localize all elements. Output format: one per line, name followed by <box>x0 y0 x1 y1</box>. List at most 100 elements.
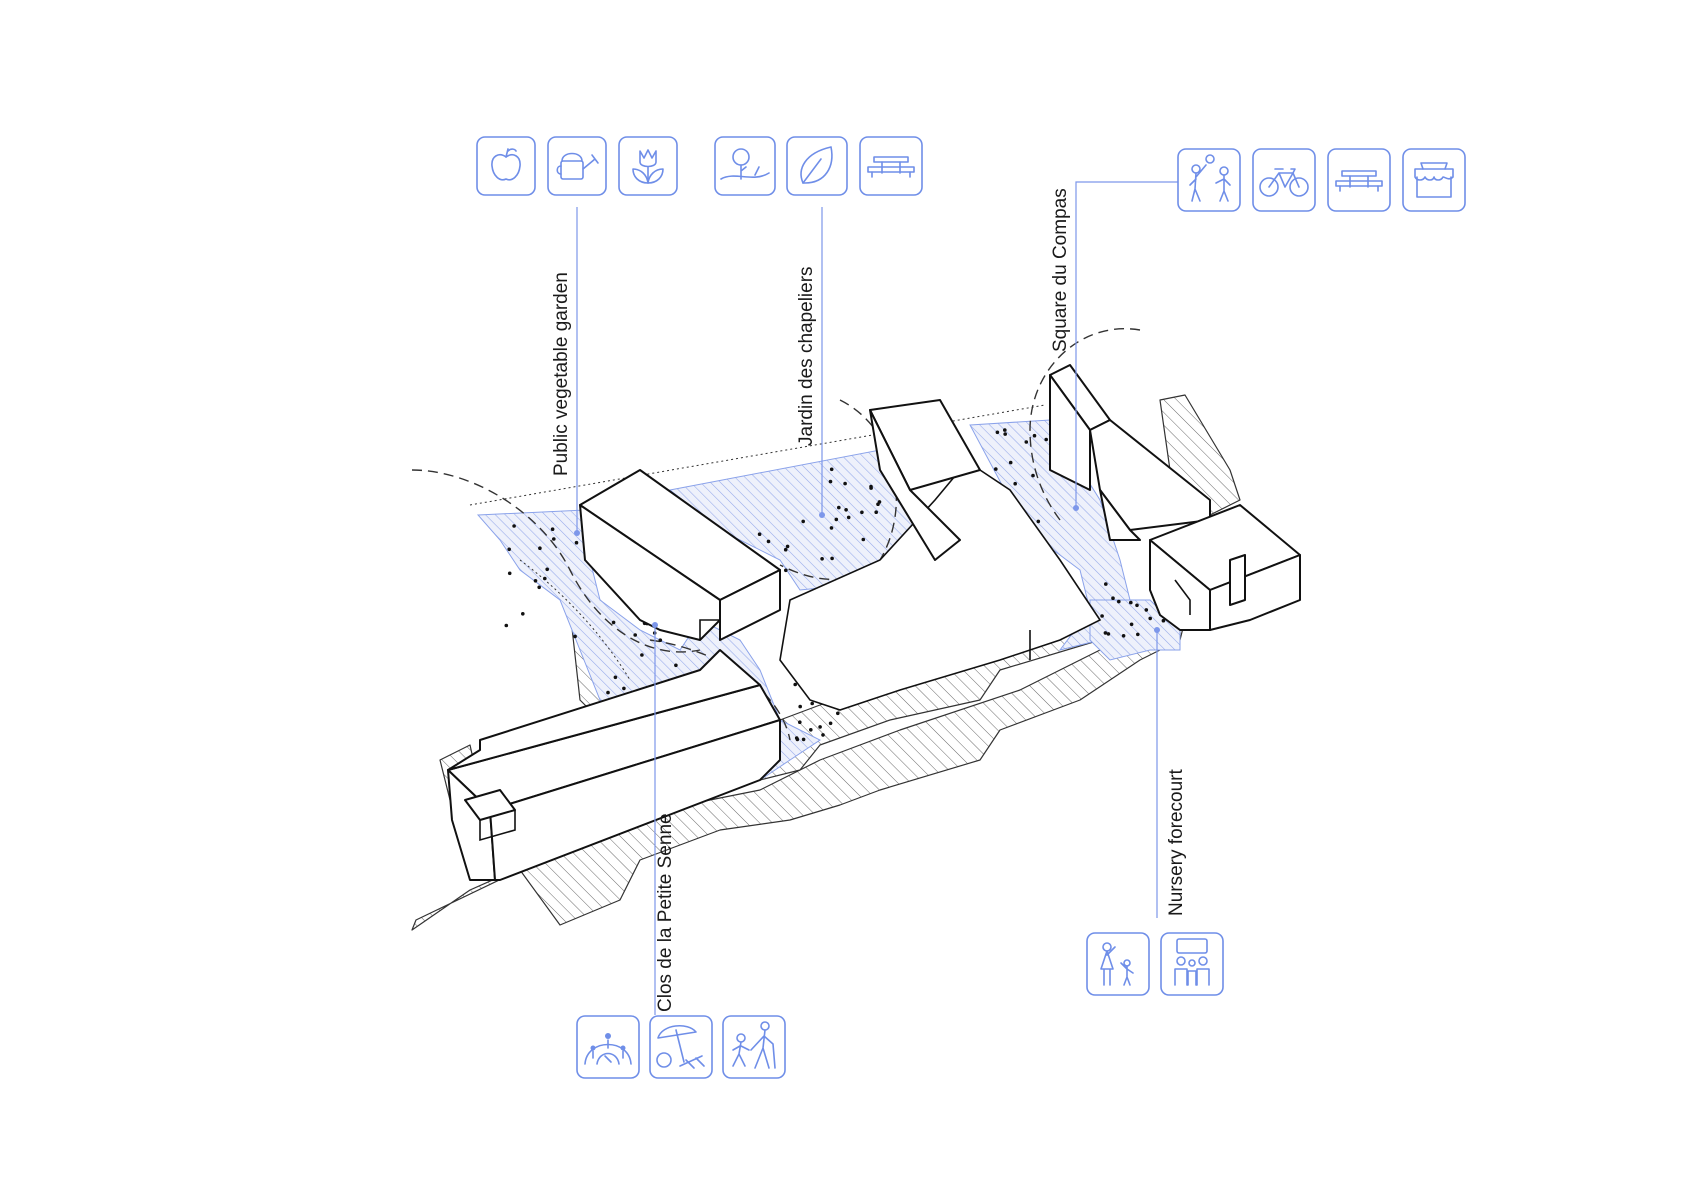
person-dot <box>552 537 556 541</box>
person-dot <box>798 704 802 709</box>
person-dot <box>836 711 840 716</box>
person-dot <box>1136 632 1140 637</box>
person-dot <box>801 519 805 524</box>
label-jardin-chapeliers: Jardin des chapeliers <box>796 266 817 446</box>
building-northwest <box>579 469 781 641</box>
building-east-cube <box>1149 504 1301 631</box>
person-dot <box>860 510 864 515</box>
person-dot <box>622 686 626 691</box>
person-dot <box>846 515 851 520</box>
building-central <box>869 399 1031 660</box>
person-dot <box>795 737 800 742</box>
person-dot <box>785 544 790 549</box>
leaf-icon <box>786 136 848 196</box>
person-dot <box>507 571 512 576</box>
picnic-table-icon <box>859 136 923 196</box>
person-dot <box>1104 582 1108 586</box>
person-dot <box>521 612 525 616</box>
person-dot <box>820 557 824 561</box>
person-dot <box>504 623 509 628</box>
person-dot <box>1106 632 1111 636</box>
person-dot <box>1031 473 1035 478</box>
person-dot <box>793 682 797 687</box>
bicycle-icon <box>1252 148 1316 212</box>
buildings <box>447 364 1301 881</box>
person-dot <box>538 546 542 550</box>
icon-group-square <box>1177 148 1466 212</box>
person-dot <box>869 486 873 490</box>
person-dot <box>1024 440 1029 444</box>
person-dot <box>829 526 834 530</box>
person-dot <box>874 510 878 514</box>
picnic-table-icon <box>1327 148 1391 212</box>
person-dot <box>1003 432 1007 436</box>
person-dot <box>512 524 516 528</box>
person-dot <box>533 579 538 583</box>
person-dot <box>1008 460 1013 465</box>
area-labels: Public vegetable garden Jardin des chape… <box>551 188 1187 1012</box>
person-dot <box>537 585 541 590</box>
person-dot <box>828 479 833 484</box>
person-dot <box>1117 599 1121 604</box>
person-dot <box>574 540 579 545</box>
tulip-icon <box>618 136 678 196</box>
climbing-frame-icon <box>576 1015 640 1079</box>
parasol-deckchair-icon <box>649 1015 713 1079</box>
person-dot <box>837 505 841 510</box>
person-dot <box>843 481 847 486</box>
person-dot <box>1100 614 1104 618</box>
person-dot <box>1103 631 1108 635</box>
person-dot <box>1129 622 1134 627</box>
person-dot <box>1036 519 1041 524</box>
person-dot <box>818 725 822 729</box>
person-dot <box>633 633 637 637</box>
icon-group-clos <box>576 1015 786 1079</box>
label-square-compas: Square du Compas <box>1050 188 1071 352</box>
person-dot <box>573 634 577 639</box>
person-dot <box>1148 616 1152 621</box>
person-dot <box>1161 618 1166 623</box>
central-street <box>779 469 1102 711</box>
market-stall-icon <box>1402 148 1466 212</box>
person-dot <box>1003 428 1007 432</box>
person-dot <box>877 500 882 504</box>
person-dot <box>821 733 825 737</box>
person-dot <box>1135 603 1139 608</box>
person-dot <box>606 690 610 695</box>
people-group-icon <box>1160 932 1224 996</box>
icon-group-vegetable-garden <box>476 136 678 196</box>
icon-group-nursery <box>1086 932 1224 996</box>
person-dot <box>1013 481 1017 486</box>
tree-icon <box>714 136 776 196</box>
label-vegetable-garden: Public vegetable garden <box>551 272 572 476</box>
label-nursery-forecourt: Nursery forecourt <box>1166 769 1187 916</box>
person-dot <box>1111 596 1115 600</box>
watering-can-icon <box>547 136 607 196</box>
building-northeast <box>1049 364 1211 541</box>
ball-play-icon <box>1177 148 1241 212</box>
person-dot <box>798 720 802 724</box>
person-dot <box>834 517 839 522</box>
person-dot <box>995 430 1000 435</box>
label-clos-petite-senne: Clos de la Petite Senne <box>655 813 676 1012</box>
person-dot <box>613 675 618 680</box>
person-dot <box>507 547 512 552</box>
person-dot <box>810 701 814 706</box>
person-dot <box>1121 634 1126 638</box>
person-dot <box>829 467 834 472</box>
building-west-long <box>447 649 781 881</box>
icon-group-jardin <box>714 136 923 196</box>
person-dot <box>1032 433 1037 438</box>
person-dot <box>830 556 834 561</box>
person-dot <box>550 527 555 531</box>
walking-family-icon <box>722 1015 786 1079</box>
leader-lines <box>574 181 1178 1015</box>
person-dot <box>658 638 663 642</box>
person-dot <box>828 721 833 726</box>
person-dot <box>1044 437 1048 442</box>
person-dot <box>801 737 806 742</box>
person-dot <box>861 537 866 542</box>
person-dot <box>674 663 678 668</box>
person-dot <box>611 620 616 625</box>
